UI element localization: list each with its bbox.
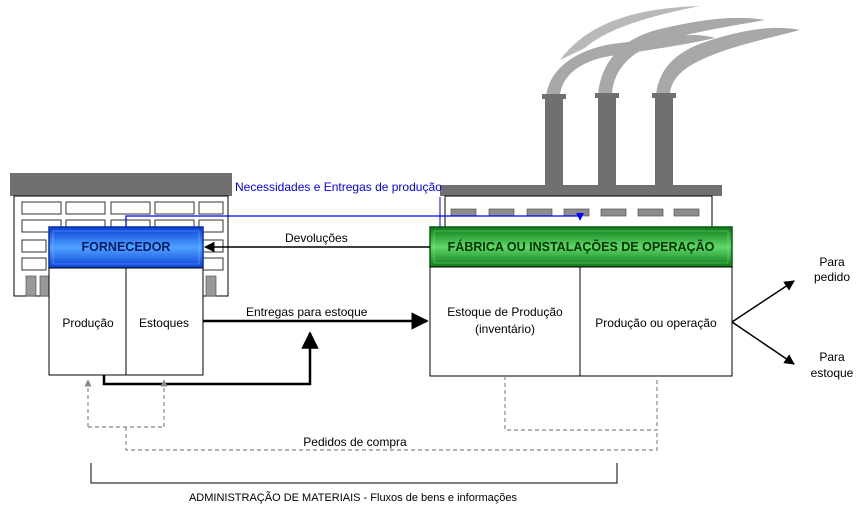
devolucoes-arrow: Devoluções [203, 231, 430, 253]
smokestack-icon [542, 93, 676, 195]
pedidos-label: Pedidos de compra [303, 435, 407, 449]
para-pedido-label-line2: pedido [814, 270, 850, 284]
para-estoque-label-line2: estoque [811, 366, 854, 380]
para-estoque-arrow [731, 321, 795, 365]
para-pedido-label-line1: Para [819, 255, 845, 269]
fabrica-label: FÁBRICA OU INSTALAÇÕES DE OPERAÇÃO [448, 239, 715, 254]
para-estoque-label-line1: Para [819, 350, 845, 364]
pedidos-flow [84, 376, 658, 451]
fornecedor-label: FORNECEDOR [82, 240, 171, 254]
devolucoes-label: Devoluções [285, 231, 348, 245]
estoque-producao-label-line1: Estoque de Produção [447, 305, 563, 319]
administracao-bracket [90, 463, 618, 484]
producao-box [48, 267, 127, 376]
estoques-box [125, 267, 204, 376]
smoke-icon [546, 6, 800, 98]
administracao-label: ADMINISTRAÇÃO DE MATERIAIS - Fluxos de b… [189, 491, 518, 504]
para-pedido-arrow [731, 280, 795, 323]
estoque-producao-box [429, 266, 581, 377]
estoque-producao-label-line2: (inventário) [475, 322, 535, 336]
estoques-label: Estoques [139, 316, 189, 330]
entregas-arrow: Entregas para estoque [203, 305, 429, 330]
fornecedor-header: FORNECEDOR [48, 226, 204, 269]
factory-building-icon [440, 185, 722, 229]
fabrica-header: FÁBRICA OU INSTALAÇÕES DE OPERAÇÃO [429, 226, 733, 268]
necessidades-flow: Necessidades e Entregas de produção [125, 180, 584, 227]
producao-to-estoque-arrow [102, 331, 319, 386]
producao-operacao-box [579, 266, 733, 377]
necessidades-label: Necessidades e Entregas de produção [235, 180, 442, 194]
producao-operacao-label: Produção ou operação [595, 316, 717, 330]
producao-label: Produção [62, 316, 114, 330]
entregas-label: Entregas para estoque [246, 305, 368, 319]
